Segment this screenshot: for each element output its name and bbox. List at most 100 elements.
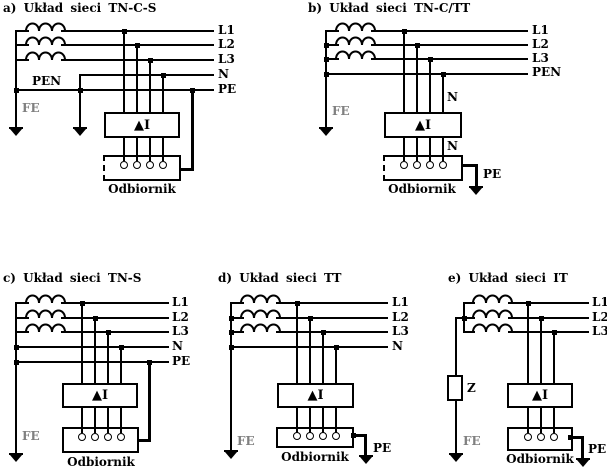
pe-wire-segment [181, 168, 194, 171]
junction-dot [147, 360, 152, 365]
junction-dot [441, 72, 446, 77]
rcd-box-d: ▲I [277, 383, 354, 408]
coil-winding-icon [25, 51, 66, 61]
pe-wire-segment [475, 164, 478, 186]
line-label-a-l1: L1 [218, 23, 235, 37]
ground-bar [9, 453, 23, 455]
line-label-d-l2: L2 [392, 310, 409, 324]
junction-dot [78, 88, 83, 93]
coil-winding-icon [240, 294, 281, 304]
wire-segment [371, 30, 528, 32]
junction-dot [526, 301, 531, 306]
pe-wire-segment [462, 164, 478, 167]
fe-label-e: FE [463, 434, 481, 448]
line-label-e-l2: L2 [592, 310, 607, 324]
junction-dot [428, 57, 433, 62]
wire-segment [15, 331, 29, 333]
wire-segment [442, 138, 444, 161]
wire-segment [15, 302, 29, 304]
wire-segment [94, 317, 96, 383]
junction-dot [402, 29, 407, 34]
pe-label-d: PE [373, 441, 392, 455]
pe-label-b: PE [483, 167, 502, 181]
coil-winding-icon [472, 294, 513, 304]
diagram-c-title: c) Układ sieci TN-S [3, 271, 142, 285]
terminal-circle [293, 432, 301, 440]
line-label-d-l1: L1 [392, 295, 409, 309]
rcd-label-d: ▲I [307, 388, 324, 403]
fe-label-d: FE [237, 434, 255, 448]
diagram-a-title: a) Układ sieci TN-C-S [3, 1, 157, 15]
terminal-circle [413, 161, 421, 169]
wire-segment [230, 302, 244, 304]
terminal-circle [319, 432, 327, 440]
wire-segment [61, 317, 169, 319]
wire-segment [325, 30, 327, 127]
junction-dot [14, 360, 19, 365]
terminal-circle [78, 433, 86, 441]
terminal-circle [426, 161, 434, 169]
wire-segment [508, 331, 589, 333]
ground-triangle [360, 457, 372, 464]
wire-segment [15, 30, 29, 32]
junction-dot [161, 73, 166, 78]
wire-segment [296, 407, 298, 433]
ground-triangle [225, 452, 237, 459]
earth-ground-icon [359, 455, 373, 464]
impedance-box-e [447, 375, 463, 401]
wire-segment [149, 59, 151, 112]
rcd-box-e: ▲I [507, 383, 573, 408]
line-label-d-l3: L3 [392, 324, 409, 338]
earth-ground-icon [9, 127, 23, 136]
rcd-label-e: ▲I [531, 388, 549, 403]
earth-ground-icon [73, 127, 87, 136]
wire-segment [15, 89, 214, 91]
wire-segment [455, 400, 457, 453]
terminal-circle [159, 161, 167, 169]
earth-ground-icon [449, 453, 463, 462]
ground-triangle [470, 188, 482, 195]
wire-segment [136, 138, 138, 161]
fe-label-a: FE [22, 101, 40, 115]
coil-winding-icon [335, 50, 376, 60]
line-label-a-pe: PE [218, 82, 237, 96]
wire-segment [81, 407, 83, 433]
wire-segment [61, 30, 214, 32]
coil-winding-icon [472, 309, 513, 319]
wire-segment [371, 58, 528, 60]
wire-segment [123, 30, 125, 112]
ground-triangle [10, 455, 22, 462]
terminal-circle [117, 433, 125, 441]
junction-dot [14, 88, 19, 93]
wire-segment [15, 361, 169, 363]
wire-segment [15, 44, 29, 46]
pe-wire-segment [364, 434, 367, 455]
ground-bar [224, 450, 238, 452]
load-box-a [103, 155, 181, 181]
junction-dot [334, 345, 339, 350]
junction-dot [14, 345, 19, 350]
junction-dot [106, 330, 111, 335]
wire-segment [123, 138, 125, 161]
diagram-e-title: e) Układ sieci IT [448, 271, 568, 285]
pe-wire-segment [570, 436, 584, 439]
line-label-b-l1: L1 [532, 23, 549, 37]
line-label-c-l2: L2 [172, 310, 189, 324]
wire-segment [230, 317, 244, 319]
line-label-d-n: N [392, 339, 403, 353]
wire-segment [403, 138, 405, 161]
wire-segment [455, 317, 457, 375]
wire-segment [296, 302, 298, 383]
junction-dot [539, 316, 544, 321]
rcd-label-c: ▲I [91, 388, 109, 403]
junction-dot [295, 301, 300, 306]
wire-segment [309, 317, 311, 383]
coil-winding-icon [335, 36, 376, 46]
junction-dot [568, 435, 573, 440]
wire-segment [15, 59, 29, 61]
load-label-e: Odbiornik [506, 452, 574, 466]
wire-segment [553, 407, 555, 433]
wire-segment [79, 74, 81, 127]
wire-segment [527, 407, 529, 433]
